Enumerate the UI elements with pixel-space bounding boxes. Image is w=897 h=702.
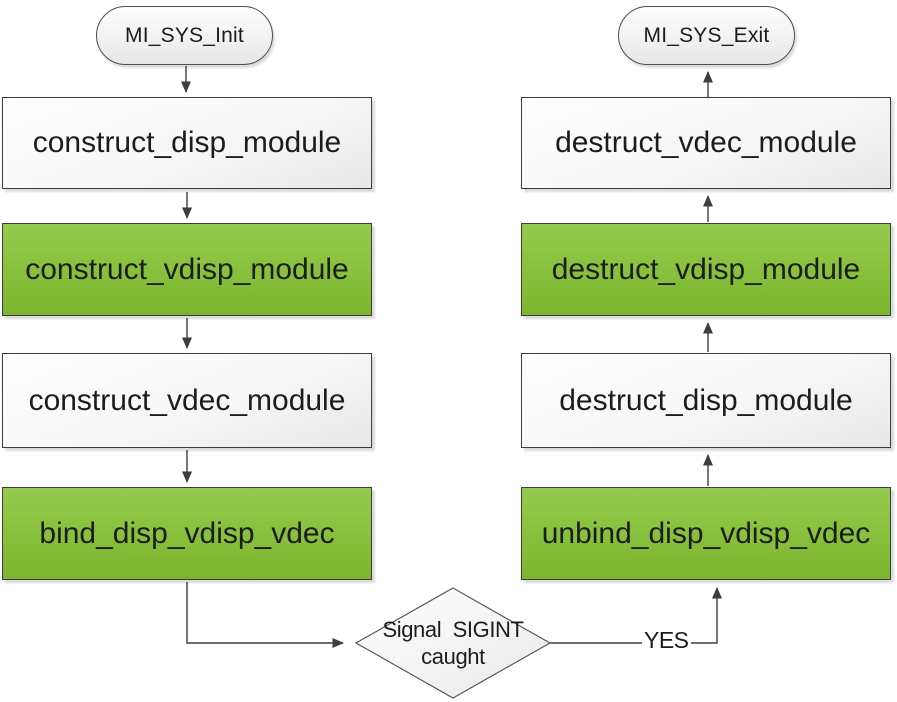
edge-decision-yes-to-unbind <box>549 587 722 644</box>
step-label: destruct_disp_module <box>559 383 853 417</box>
decision-diamond-shape <box>354 587 552 699</box>
step-label: unbind_disp_vdisp_vdec <box>541 516 871 550</box>
step-construct-vdec-module: construct_vdec_module <box>2 353 372 448</box>
step-construct-disp-module: construct_disp_module <box>2 97 372 189</box>
step-construct-vdisp-module: construct_vdisp_module <box>2 223 372 316</box>
edge-label-yes: YES <box>642 627 691 654</box>
step-unbind-disp-vdisp-vdec: unbind_disp_vdisp_vdec <box>521 487 891 580</box>
step-destruct-vdisp-module: destruct_vdisp_module <box>521 223 891 316</box>
start-node-label: MI_SYS_Init <box>125 23 244 47</box>
step-label: construct_vdec_module <box>28 383 346 417</box>
start-node-mi-sys-init: MI_SYS_Init <box>96 6 273 65</box>
end-node-mi-sys-exit: MI_SYS_Exit <box>618 6 795 65</box>
step-label: construct_vdisp_module <box>25 252 349 286</box>
step-label: destruct_vdisp_module <box>551 252 861 286</box>
step-destruct-vdec-module: destruct_vdec_module <box>521 97 891 189</box>
flow-edges <box>181 66 722 648</box>
step-label: bind_disp_vdisp_vdec <box>39 516 335 550</box>
edge-bind-to-decision <box>186 582 344 648</box>
step-label: construct_disp_module <box>32 126 342 159</box>
step-destruct-disp-module: destruct_disp_module <box>521 353 891 448</box>
end-node-label: MI_SYS_Exit <box>643 23 770 47</box>
step-bind-disp-vdisp-vdec: bind_disp_vdisp_vdec <box>2 487 372 580</box>
decision-label: Signal SIGINT caught <box>382 617 524 669</box>
step-label: destruct_vdec_module <box>555 126 857 159</box>
